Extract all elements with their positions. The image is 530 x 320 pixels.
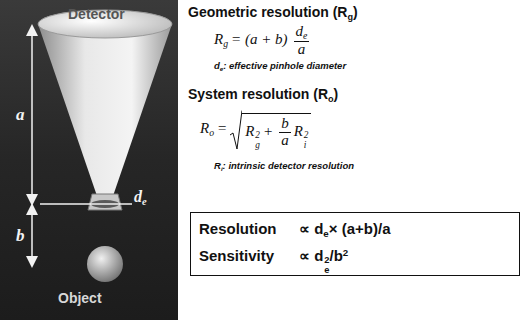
formula-text: b <box>281 115 289 131</box>
heading-text: ) <box>353 4 358 20</box>
summary-expression: e <box>323 228 328 239</box>
summary-expression: 2 <box>324 256 329 265</box>
summary-expression: 2 <box>343 247 348 258</box>
note-text: de: effective pinhole diameter <box>214 60 346 72</box>
formula-text: a <box>281 132 289 148</box>
dimension-label: b <box>16 226 25 246</box>
formula-text: = <box>217 120 227 136</box>
object-label: Object <box>58 290 102 306</box>
detector-label: Detector <box>68 6 125 22</box>
summary-row: Sensitivity∝ d2e/b2 <box>199 247 348 275</box>
object-label: Object <box>58 290 102 306</box>
pinhole-insert <box>88 194 122 210</box>
heading-text: o <box>328 94 334 104</box>
summary-box: Resolution∝ de× (a+b)/aSensitivity∝ d2e/… <box>190 212 520 276</box>
formula-text: g <box>223 38 228 49</box>
formula-text: g <box>255 141 260 150</box>
formula-text: Rg= (a + b) dea <box>214 24 312 58</box>
formula-text: Ro=R2g+baR2i <box>200 110 311 150</box>
note-text: : effective pinhole diameter <box>223 60 346 71</box>
heading-text: g <box>347 12 353 22</box>
pinhole-label: de <box>134 188 147 207</box>
summary-expression: e <box>324 266 329 275</box>
distance-a-arrow <box>31 30 33 200</box>
detector-label: Detector <box>68 6 125 22</box>
formula-text: o <box>209 127 214 138</box>
denominator: a <box>279 133 291 149</box>
summary-expression: /b <box>330 247 343 264</box>
summary-term: Resolution <box>199 220 299 237</box>
formula-text: e <box>303 30 307 41</box>
fraction: ba <box>279 116 291 149</box>
sub-sup: 2e <box>324 256 329 275</box>
formula-text: R <box>200 120 209 136</box>
formula-text: 2 <box>304 131 309 140</box>
note-text: i <box>221 165 223 172</box>
note-text: d <box>214 60 220 71</box>
denominator: a <box>296 42 308 58</box>
heading-text: System resolution (R <box>188 86 328 102</box>
radical-sign <box>230 110 242 150</box>
note-text: e <box>220 65 223 72</box>
note-text: R <box>214 160 221 171</box>
numerator: b <box>279 116 291 133</box>
formula-text: R <box>294 123 303 139</box>
collimator-cone <box>38 24 172 196</box>
object-sphere <box>87 246 123 282</box>
note-text: Ri: intrinsic detector resolution <box>214 160 354 172</box>
numerator: de <box>294 24 310 42</box>
note-text: : intrinsic detector resolution <box>223 160 354 171</box>
formula-text: + <box>263 123 273 139</box>
dimension-label: a <box>16 105 25 124</box>
heading-text: ) <box>334 86 339 102</box>
sub-sup: 2i <box>304 131 309 150</box>
distance-b-arrow <box>31 209 33 262</box>
aperture-plane-line <box>40 203 132 205</box>
formula-text: R <box>214 31 223 47</box>
formula-text: = (a + b) <box>231 31 287 47</box>
heading-text: Geometric resolution (R <box>188 4 347 20</box>
summary-expression: ∝ d <box>299 220 323 237</box>
photo-background <box>0 0 178 320</box>
summary-expression: ∝ d <box>299 247 323 264</box>
dimension-label: b <box>16 226 25 245</box>
summary-term: Sensitivity <box>199 247 299 264</box>
formula-text: 2 <box>255 131 260 140</box>
summary-row: Resolution∝ de× (a+b)/a <box>199 220 390 239</box>
dimension-label: a <box>16 105 25 125</box>
sub-sup: 2g <box>255 131 260 150</box>
formula-text: d <box>296 23 304 39</box>
summary-expression: × (a+b)/a <box>329 220 391 237</box>
formula-text: i <box>304 141 309 150</box>
formula-text: R <box>245 123 254 139</box>
pinhole-label: d <box>134 188 142 205</box>
heading-text: System resolution (Ro) <box>188 86 338 104</box>
radicand: R2g+baR2i <box>242 113 311 150</box>
pinhole-label: e <box>142 196 147 207</box>
formula-text: a <box>298 41 306 57</box>
fraction: dea <box>294 24 310 58</box>
square-root: R2g+baR2i <box>230 110 311 150</box>
heading-text: Geometric resolution (Rg) <box>188 4 358 22</box>
